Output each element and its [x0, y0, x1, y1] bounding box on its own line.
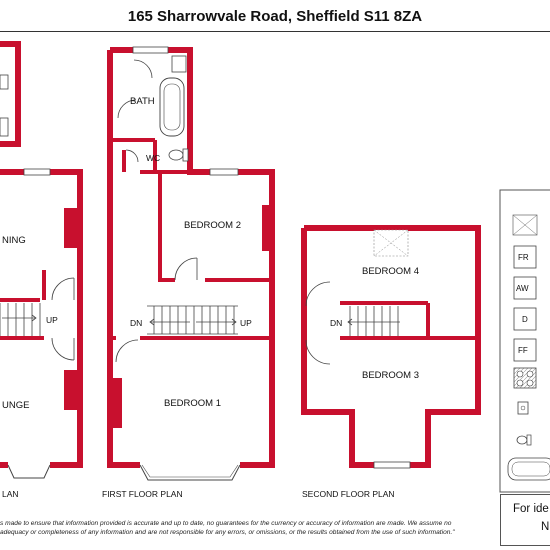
window	[23, 168, 51, 176]
appliance-icon	[0, 117, 9, 137]
stair-down-label: DN	[130, 318, 142, 328]
title-divider	[0, 31, 550, 32]
legend-fridge-freezer-icon	[513, 338, 537, 362]
door-swing	[51, 277, 75, 301]
chimney-breast	[262, 205, 272, 251]
disclaimer-line2: adequacy or completeness of any informat…	[0, 529, 455, 536]
room-label-lounge: UNGE	[2, 400, 29, 411]
page-title: 165 Sharrowvale Road, Sheffield S11 8ZA	[127, 8, 423, 25]
legend-ff-label: FF	[518, 346, 528, 355]
door-swing	[305, 281, 331, 307]
second-outer-wall	[304, 225, 481, 468]
room-label-bedroom1: BEDROOM 1	[164, 398, 221, 409]
first-plan-name: FIRST FLOOR PLAN	[102, 489, 183, 499]
door-swing	[117, 99, 137, 119]
stair-up-label: UP	[240, 318, 252, 328]
legend-fr-label: FR	[518, 253, 529, 262]
disclaimer: s made to ensure that information provid…	[0, 519, 480, 537]
legend-hob-icon	[513, 367, 537, 389]
bedroom2-wall	[158, 172, 175, 282]
legend-dryer-icon	[513, 307, 537, 331]
legend-d-label: D	[522, 315, 528, 324]
appliance-icon	[0, 74, 9, 90]
door-swing	[305, 339, 331, 365]
legend: FR AW D FF	[499, 189, 550, 493]
door-swing	[115, 339, 139, 363]
legend-toilet-icon	[516, 435, 528, 445]
chimney-breast	[64, 370, 78, 410]
cistern-icon	[182, 148, 189, 162]
first-outer-wall	[107, 50, 140, 468]
footer-note-line2: N	[541, 521, 550, 533]
second-outer-wall	[301, 228, 374, 468]
stair-up-label: UP	[46, 315, 58, 325]
footer-note-line1: For ide	[513, 503, 549, 515]
kitchen-wall	[0, 41, 21, 147]
legend-washer-icon	[513, 276, 537, 300]
second-plan-name: SECOND FLOOR PLAN	[302, 489, 395, 499]
sink-icon	[171, 55, 187, 73]
bay-window	[139, 464, 241, 481]
chimney-breast	[64, 208, 78, 248]
door-swing	[133, 59, 153, 79]
bay-window-inner	[141, 464, 239, 478]
door-swing	[174, 257, 198, 281]
window	[373, 461, 411, 469]
legend-aw-label: AW	[516, 284, 529, 293]
room-label-bedroom4: BEDROOM 4	[362, 266, 419, 277]
disclaimer-line1: s made to ensure that information provid…	[0, 520, 452, 527]
bath-inner	[163, 83, 181, 131]
room-label-bedroom2: BEDROOM 2	[184, 220, 241, 231]
stairs	[0, 303, 41, 336]
room-label-wc: WC	[146, 153, 160, 163]
legend-sink-icon	[517, 401, 529, 415]
room-label-bath: BATH	[130, 96, 155, 107]
footer-note-box: For ide N	[500, 494, 550, 546]
room-label-bedroom3: BEDROOM 3	[362, 370, 419, 381]
toilet-icon	[168, 149, 184, 161]
stair-down-label: DN	[330, 318, 342, 328]
stairs	[147, 305, 238, 335]
ground-floor-plan: NING UNGE UP LAN	[0, 41, 83, 499]
stairs	[347, 306, 400, 336]
door-swing	[51, 337, 75, 361]
first-floor-plan: BATH WC BEDROOM 2 BEDROOM 1 DN UP FIRST …	[102, 46, 275, 499]
room-label-dining: NING	[2, 235, 26, 246]
ground-plan-name: LAN	[2, 489, 19, 499]
second-floor-plan: BEDROOM 4 BEDROOM 3 DN SECOND FLOOR PLAN	[301, 225, 481, 499]
legend-fridge-icon	[513, 245, 537, 269]
window	[209, 168, 239, 176]
window	[132, 46, 169, 54]
bay-window	[7, 464, 51, 479]
door-swing	[125, 149, 139, 163]
chimney-breast	[112, 378, 122, 428]
